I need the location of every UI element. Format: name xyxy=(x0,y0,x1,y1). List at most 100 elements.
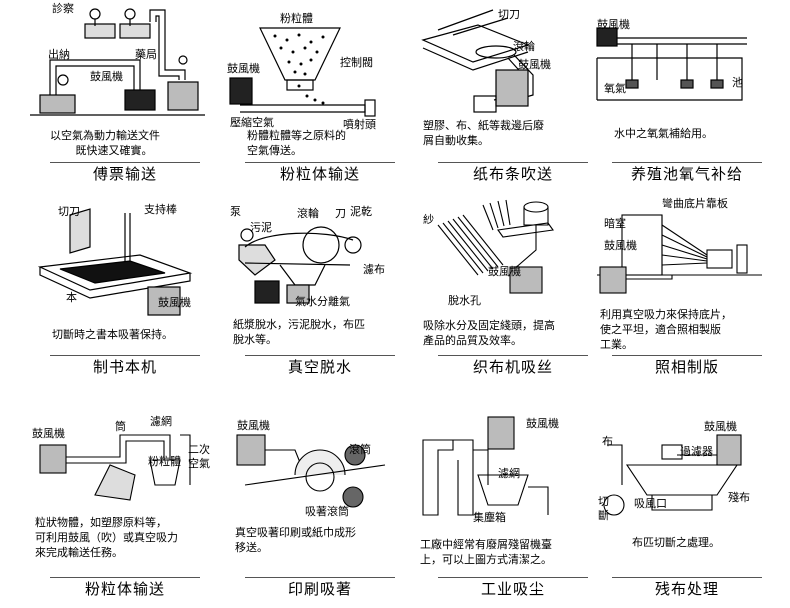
label-blower: 鼓風機 xyxy=(158,296,191,309)
vacuum-dewatering-illustration xyxy=(238,226,362,304)
description-line: 使之平坦，適合照相製版 xyxy=(600,323,721,336)
scrap-fabric-illustration xyxy=(603,434,742,516)
panel-description: 塑膠、布、紙等裁邊后廢 屑自動收集。 xyxy=(423,118,544,148)
description-line: 切斷時之書本吸著保持。 xyxy=(52,328,173,341)
label-scrap: 殘布 xyxy=(728,491,750,504)
label-roller: 滾輪 xyxy=(513,40,535,53)
label-support-bar: 支持棒 xyxy=(144,203,177,216)
label-dust-box: 集塵箱 xyxy=(473,511,506,524)
label-yarn: 紗 xyxy=(423,213,434,226)
caption-divider xyxy=(50,577,200,578)
description-line: 屑自動收集。 xyxy=(423,134,489,147)
pond-oxygen-illustration xyxy=(596,27,747,101)
panel-powder-conveying: 粉粒體 控制閥 鼓風機 壓縮空氣 噴射頭 粉體粒體等之原料的 空氣傳送。 粉粒体… xyxy=(225,0,420,190)
label-fabric: 布 xyxy=(602,435,613,448)
description-line: 移送。 xyxy=(235,541,268,554)
label-sludge: 污泥 xyxy=(250,221,272,234)
label-separator: 氣水分離氣 xyxy=(295,295,350,308)
description-line: 水中之氧氣補給用。 xyxy=(614,127,713,140)
label-roller: 滾輪 xyxy=(297,207,319,220)
description-line: 粉體粒體等之原料的 xyxy=(247,129,346,142)
label-tube: 筒 xyxy=(115,420,126,433)
panel-title: 粉粒体输送 xyxy=(279,165,360,183)
panel-vacuum-dewatering: 泵 污泥 滾輪 刀 泥乾 濾布 氣水分離氣 紙漿脫水，污泥脫水，布匹 脫水等。 … xyxy=(225,195,420,390)
label-pump: 泵 xyxy=(230,205,241,218)
panel-printing-suction: 鼓風機 滾筒 吸著滾筒 真空吸著印刷或紙巾成形 移送。 印刷吸著 xyxy=(225,405,420,605)
label-filter-cloth: 濾布 xyxy=(363,263,385,276)
panel-strip-blowing: 切刀 滾輪 鼓風機 塑膠、布、紙等裁邊后廢 屑自動收集。 纸布条吹送 xyxy=(418,0,613,190)
panel-description: 紙漿脫水，污泥脫水，布匹 脫水等。 xyxy=(233,317,365,347)
panel-title: 印刷吸著 xyxy=(287,580,352,598)
description-line: 利用真空吸力來保持底片， xyxy=(600,308,732,321)
description-line: 紙漿脫水，污泥脫水，布匹 xyxy=(233,318,365,331)
description-line: 可利用鼓風（吹）或真空吸力 xyxy=(35,531,178,544)
label-filter-screen: 濾網 xyxy=(498,467,520,480)
description-line: 既快速又確實。 xyxy=(75,144,153,157)
strip-blowing-illustration xyxy=(421,9,534,113)
label-suction-port: 吸風口 xyxy=(634,497,667,510)
caption-divider xyxy=(245,162,395,163)
powder-particles xyxy=(273,33,325,105)
caption-divider xyxy=(438,577,588,578)
label-blower: 鼓風機 xyxy=(604,239,637,252)
panel-title: 制书本机 xyxy=(92,358,157,376)
panel-loom-suction: 紗 鼓風機 脫水孔 吸除水分及固定綫頭，提高 產品的品質及效率。 织布机吸丝 xyxy=(418,195,613,390)
panel-description: 以空氣為動力輸送文件 既快速又確實。 xyxy=(50,128,160,158)
description-line: 塑膠、布、紙等裁邊后廢 xyxy=(423,119,544,132)
panel-industrial-dust: 鼓風機 濾網 集塵箱 工廠中經常有廢屑殘留機臺 上，可以上圖方式清潔之。 工业吸… xyxy=(418,405,613,605)
label-blower: 鼓風機 xyxy=(32,427,65,440)
panel-pellet-conveying: 鼓風機 筒 濾網 二次 空氣 粉粒體 粒狀物體，如塑膠原料等， 可利用鼓風（吹）… xyxy=(30,405,225,605)
label-nozzle: 噴射頭 xyxy=(343,118,376,131)
caption-divider xyxy=(50,355,200,356)
label-suction-drum: 吸著滾筒 xyxy=(305,505,349,518)
label-oxygen: 氧氣 xyxy=(604,82,626,95)
description-line: 以空氣為動力輸送文件 xyxy=(50,129,160,142)
label-pellet: 粉粒體 xyxy=(148,455,181,468)
label-blower: 鼓風機 xyxy=(488,265,521,278)
panel-title: 纸布条吹送 xyxy=(472,165,553,183)
label-clinic: 診察 xyxy=(52,2,74,15)
description-line: 來完成輸送任務。 xyxy=(35,546,123,559)
panel-title: 傅票输送 xyxy=(92,165,157,183)
panel-title: 养殖池氧气补给 xyxy=(630,165,743,183)
caption-divider xyxy=(612,355,762,356)
label-cut-2: 斷 xyxy=(598,509,609,522)
panel-description: 粉體粒體等之原料的 空氣傳送。 xyxy=(247,128,346,158)
description-line: 布匹切斷之處理。 xyxy=(632,536,720,549)
photo-plate-illustration xyxy=(597,214,762,294)
panel-pond-oxygen: 鼓風機 氧氣 池 水中之氧氣補給用。 养殖池氧气补给 xyxy=(592,0,787,190)
label-air: 空氣 xyxy=(188,457,210,470)
label-pond: 池 xyxy=(732,76,743,89)
label-powder: 粉粒體 xyxy=(280,12,313,25)
label-cutter: 切刀 xyxy=(58,205,80,218)
label-compressed-air: 壓縮空氣 xyxy=(230,116,274,129)
label-blower: 鼓風機 xyxy=(90,70,123,83)
label-drain-hole: 脫水孔 xyxy=(448,294,481,307)
panel-title: 织布机吸丝 xyxy=(472,358,553,376)
panel-description: 水中之氧氣補給用。 xyxy=(614,126,713,141)
panel-title: 照相制版 xyxy=(654,358,719,376)
panel-description: 切斷時之書本吸著保持。 xyxy=(52,327,173,342)
description-line: 粒狀物體，如塑膠原料等， xyxy=(35,516,167,529)
label-drum: 滾筒 xyxy=(349,443,371,456)
description-line: 吸除水分及固定綫頭，提高 xyxy=(423,319,555,332)
label-blower: 鼓風機 xyxy=(518,58,551,71)
panel-title: 真空脱水 xyxy=(287,358,352,376)
panel-description: 工廠中經常有廢屑殘留機臺 上，可以上圖方式清潔之。 xyxy=(420,537,552,567)
caption-divider xyxy=(50,162,200,163)
caption-divider xyxy=(612,162,762,163)
label-book: 本 xyxy=(66,291,77,304)
document-conveying-illustration xyxy=(30,8,205,116)
label-blower: 鼓風機 xyxy=(526,417,559,430)
label-pharmacy: 藥局 xyxy=(135,48,157,61)
label-cutter: 切刀 xyxy=(498,8,520,21)
panel-description: 粒狀物體，如塑膠原料等， 可利用鼓風（吹）或真空吸力 來完成輸送任務。 xyxy=(35,515,178,560)
description-line: 空氣傳送。 xyxy=(247,144,302,157)
panel-description: 利用真空吸力來保持底片， 使之平坦，適合照相製版 工業。 xyxy=(600,307,732,352)
label-cashier: 出納 xyxy=(48,48,70,61)
label-curved-film-holder: 彎曲底片靠板 xyxy=(662,197,728,210)
label-dried-sludge: 泥乾 xyxy=(350,205,372,218)
label-blower: 鼓風機 xyxy=(597,18,630,31)
caption-divider xyxy=(438,162,588,163)
label-secondary: 二次 xyxy=(188,443,210,456)
